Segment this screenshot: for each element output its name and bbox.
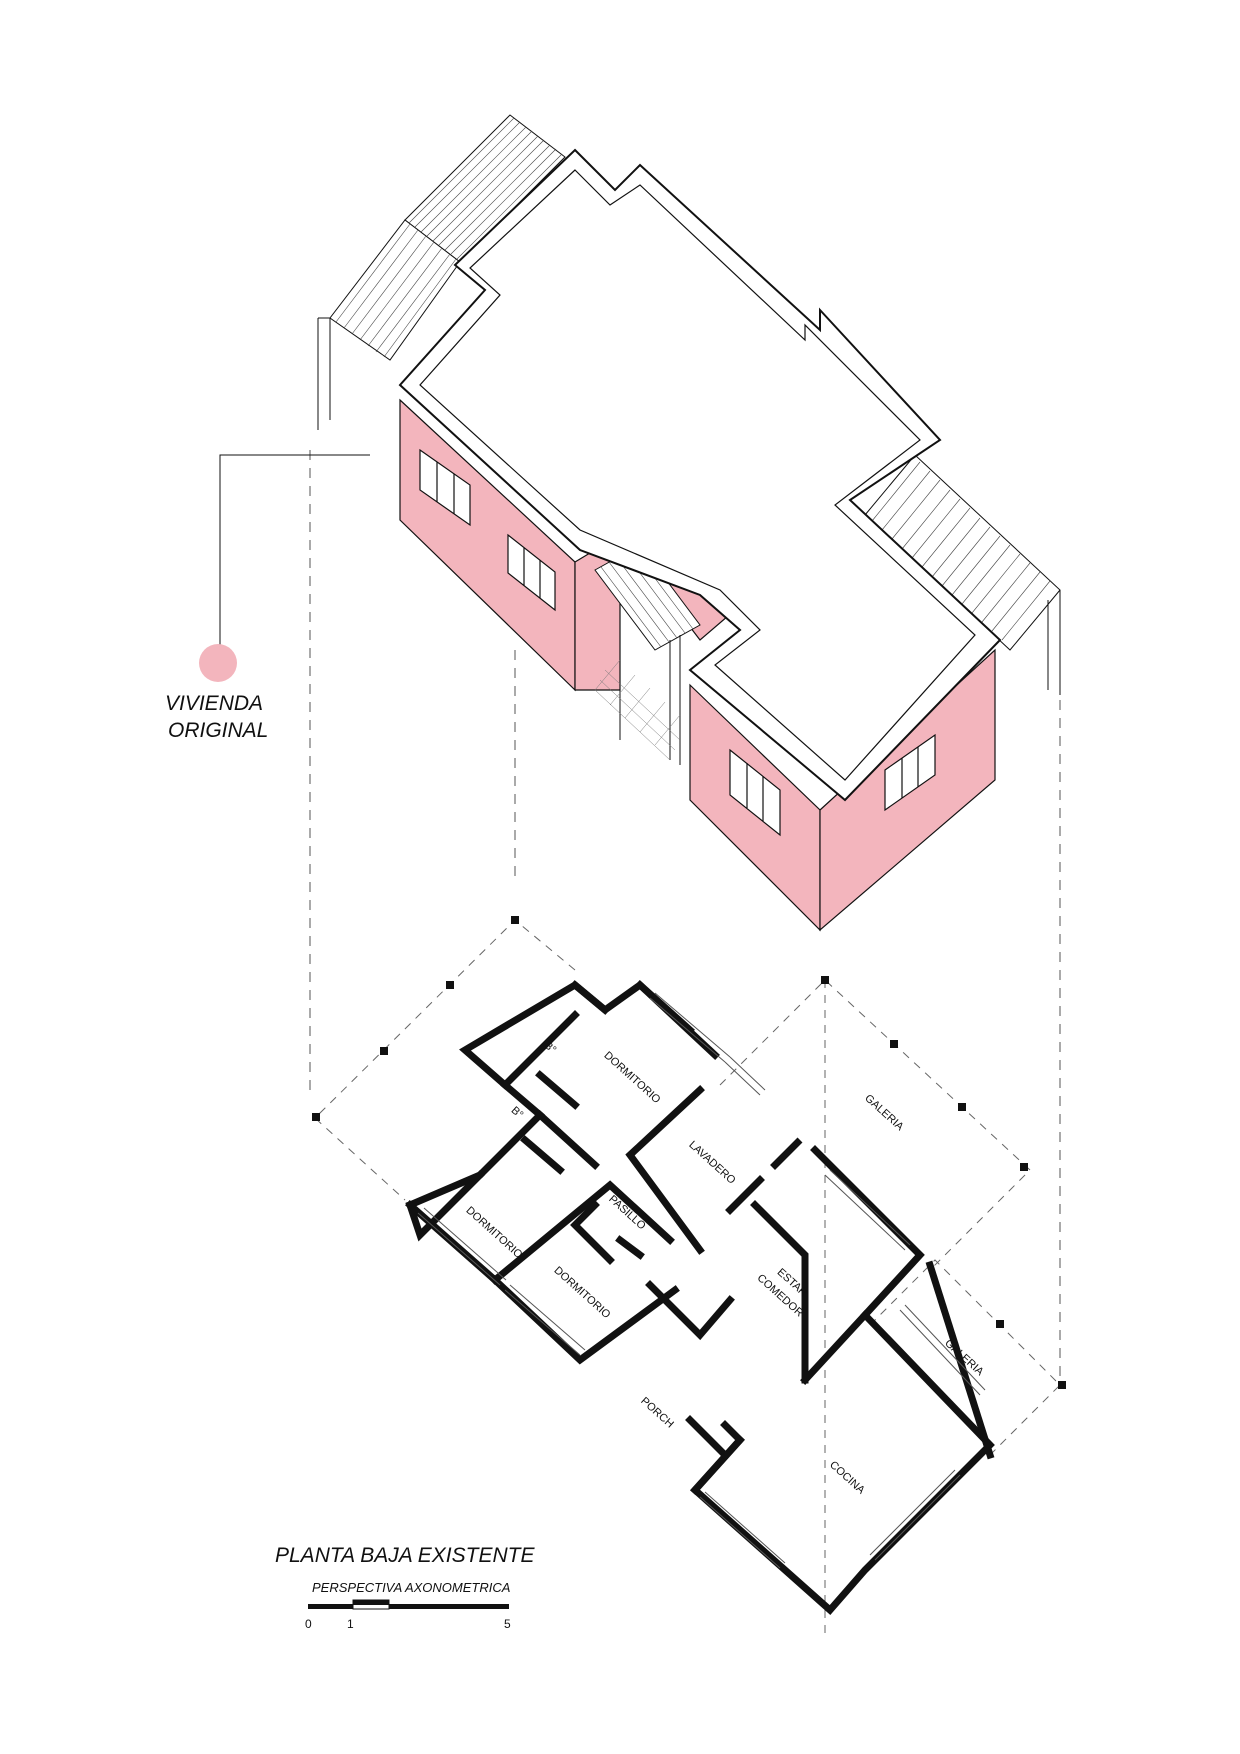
sheet-title: PLANTA BAJA EXISTENTE [275, 1544, 535, 1567]
legend: VIVIENDA ORIGINAL [165, 454, 370, 742]
porch-roof [594, 544, 701, 765]
legend-label-line2: ORIGINAL [168, 719, 268, 742]
scale-tick-1: 1 [347, 1617, 354, 1631]
scale-bar: 0 1 5 [305, 1599, 511, 1631]
scale-tick-5: 5 [504, 1617, 511, 1631]
windows [419, 448, 936, 837]
scale-tick-0: 0 [305, 1617, 312, 1631]
room-label-dormitorio2: DORMITORIO [464, 1204, 525, 1261]
column-posts [312, 916, 1066, 1389]
legend-swatch [199, 644, 237, 682]
window-openings [417, 992, 986, 1569]
legend-label-line1: VIVIENDA [165, 692, 263, 715]
floor-plan: B° B° DORMITORIO DORMITORIO DORMITORIO L… [312, 916, 1066, 1640]
right-gallery-roof [864, 454, 1061, 695]
roof-slab [398, 148, 1002, 802]
title-block: PLANTA BAJA EXISTENTE PERSPECTIVA AXONOM… [275, 1544, 535, 1631]
room-label-porch: PORCH [638, 1395, 676, 1431]
projection-lines [309, 450, 1061, 1380]
room-label-bano2: B° [509, 1104, 526, 1121]
sheet-subtitle: PERSPECTIVA AXONOMETRICA [312, 1580, 510, 1595]
legend-leader-line [219, 454, 370, 660]
room-label-dormitorio1: DORMITORIO [602, 1049, 663, 1106]
left-gallery-roof [317, 114, 566, 430]
room-label-cocina: COCINA [827, 1459, 867, 1497]
room-label-lavadero: LAVADERO [686, 1139, 738, 1187]
walls [405, 980, 995, 1615]
room-label-dormitorio3: DORMITORIO [552, 1264, 613, 1321]
axonometric-house [317, 114, 1061, 932]
room-label-galeria1: GALERIA [862, 1092, 906, 1133]
